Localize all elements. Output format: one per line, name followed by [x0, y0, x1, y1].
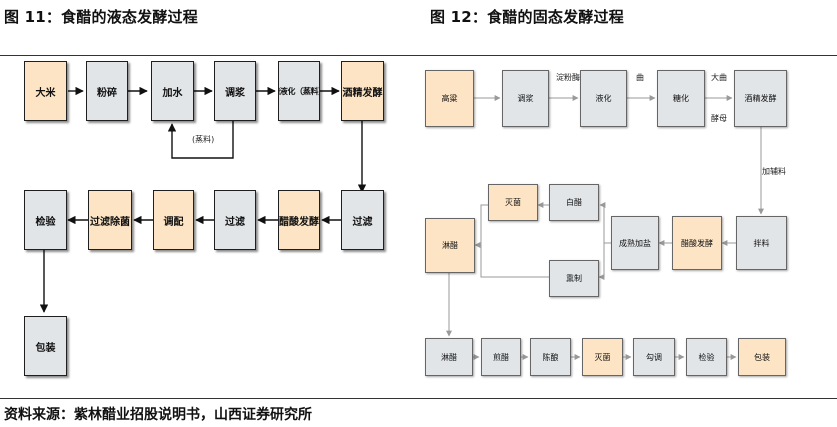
node-cusuan-r: 醋酸发酵 — [672, 216, 722, 270]
node-tanghua: 糖液化（蒸料） — [278, 61, 320, 121]
node-guolv1: 过滤 — [341, 190, 384, 250]
node-jianyan-r: 检验 — [686, 338, 727, 376]
arrow-miejun1-linyou — [474, 204, 488, 248]
node-guolv2: 过滤 — [214, 190, 256, 250]
loop-note: (蒸料) — [192, 135, 215, 144]
node-chengshu: 成熟加盐 — [611, 216, 659, 270]
arrow-loop-back — [167, 121, 234, 159]
node-baozhuang: 包装 — [24, 316, 67, 376]
node-miejun2: 灭菌 — [582, 338, 623, 376]
arrow-chengshu-baiyou — [599, 202, 611, 244]
node-tiaopei: 调配 — [153, 190, 194, 250]
bottom-rule — [0, 398, 837, 399]
node-tiaojiang: 调浆 — [214, 61, 256, 121]
top-rule — [0, 55, 837, 56]
label-dajiu: 大曲 — [711, 73, 727, 82]
node-yehua: 液化 — [580, 70, 627, 127]
node-miejun1: 灭菌 — [488, 184, 538, 221]
node-jianyan: 检验 — [24, 190, 67, 250]
arrow-xunzhi-linyou — [480, 245, 549, 278]
node-jiashui: 加水 — [151, 61, 194, 121]
node-jiujing-r: 酒精发酵 — [734, 70, 787, 127]
node-miejun-d: 陈酿 — [530, 338, 571, 376]
node-cusuan: 醋酸发酵 — [278, 190, 320, 250]
label-qu: 曲 — [636, 73, 644, 82]
node-chendiao: 煎醋 — [481, 338, 521, 376]
node-jiancu: 淋醋 — [425, 338, 473, 376]
arrow-chengshu-xunzhi — [598, 243, 605, 280]
left-figure-title: 图 11：食醋的液态发酵过程 — [4, 8, 198, 26]
node-guolvchujun: 过滤除菌 — [88, 190, 132, 250]
node-baozhuang-r: 包装 — [738, 338, 786, 376]
node-xunzhi: 熏制 — [549, 260, 599, 297]
node-goutiao: 勾调 — [633, 338, 675, 376]
node-fensui: 粉碎 — [86, 61, 128, 121]
node-linyou: 淋醋 — [425, 218, 475, 273]
node-dami: 大米 — [24, 61, 67, 121]
node-tanghua-r: 糖化 — [657, 70, 705, 127]
label-jiafuliao: 加辅料 — [762, 167, 786, 176]
source-note: 资料来源：紫林醋业招股说明书，山西证券研究所 — [4, 407, 312, 423]
node-tiaojiang-r: 调浆 — [502, 70, 549, 127]
node-jiujing: 酒精发酵 — [341, 61, 384, 121]
right-figure-title: 图 12：食醋的固态发酵过程 — [430, 8, 624, 26]
node-baiyou: 白醋 — [549, 184, 599, 221]
label-dianfenmei: 淀粉酶 — [556, 73, 580, 82]
node-banliao: 拌料 — [736, 216, 787, 270]
label-jiaomu: 酵母 — [711, 114, 727, 123]
node-gaoliang: 高粱 — [425, 70, 474, 127]
